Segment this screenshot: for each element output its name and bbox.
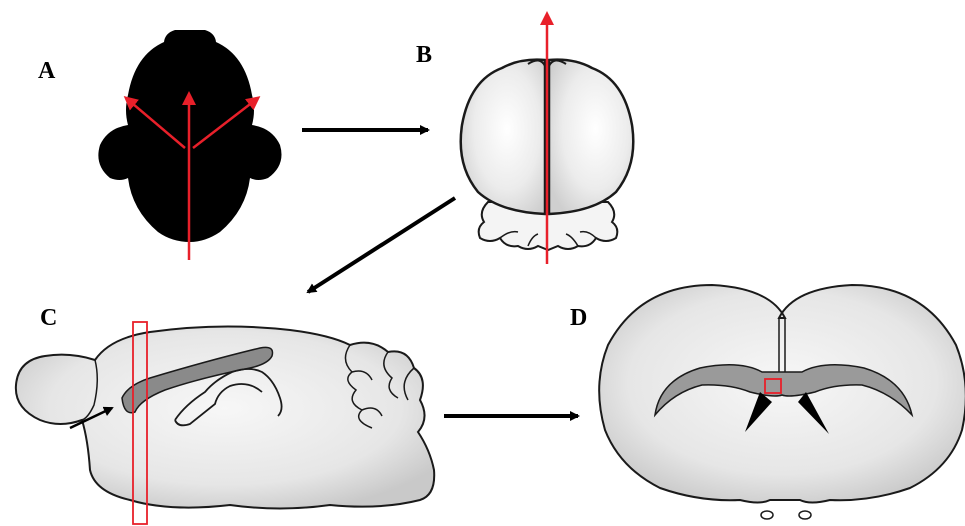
left-hemisphere: [461, 60, 545, 214]
right-hemisphere: [549, 60, 633, 214]
optic-nerve-left: [761, 511, 773, 519]
panel-d-label: D: [570, 305, 587, 331]
panel-c: C: [16, 305, 434, 524]
optic-nerve-right: [799, 511, 811, 519]
sagittal-brain: [16, 326, 434, 508]
panel-b: B: [416, 14, 633, 264]
panel-a: A: [38, 30, 282, 260]
panel-c-label: C: [40, 305, 57, 331]
arrow-b-to-c: [308, 198, 455, 292]
panel-d: D: [570, 285, 965, 519]
panel-a-label: A: [38, 58, 56, 84]
panel-b-label: B: [416, 42, 432, 68]
